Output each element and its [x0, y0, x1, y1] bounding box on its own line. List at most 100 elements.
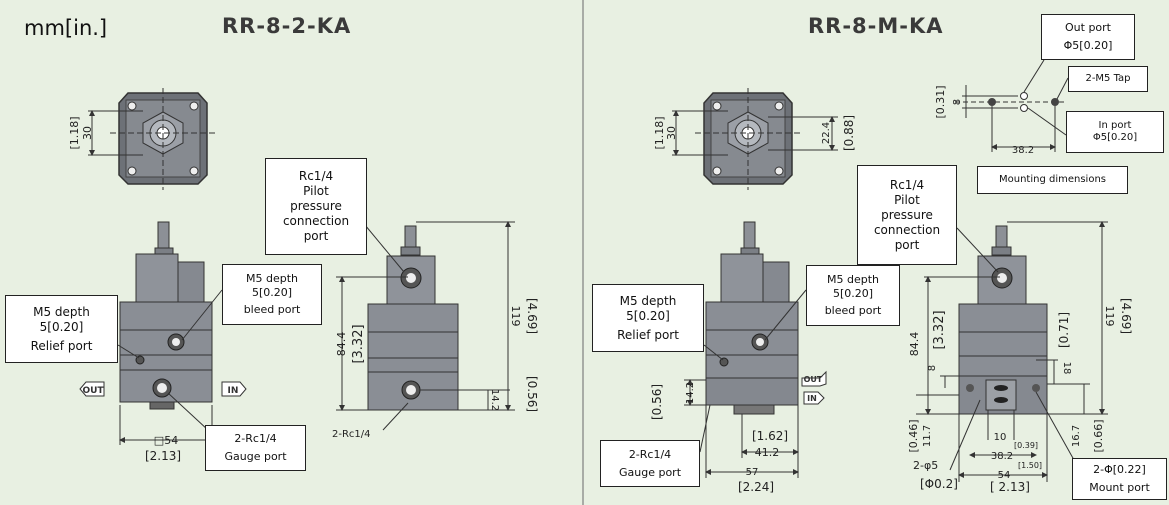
left-out-arrow: OUT — [82, 386, 104, 396]
right-in-port-callout: In port Φ5[0.20] — [1066, 111, 1164, 153]
callout-line: 2-Φ[0.22] — [1093, 463, 1146, 477]
right-hole-in: [Φ0.2] — [920, 477, 958, 491]
left-total-height-in: [4.69] — [525, 298, 539, 334]
right-side-view: 14.2 [0.56] [1.62] 41.2 57 [2.24] OUT IN — [650, 221, 827, 494]
callout-line: Mounting dimensions — [999, 173, 1106, 185]
right-mount-h-mm: 8 — [952, 99, 963, 105]
left-pilot-port-callout: Rc1/4 Pilot pressure connection port — [265, 158, 367, 255]
left-port-height-mm: 14.2 — [489, 389, 500, 411]
left-top-height-mm: 30 — [81, 126, 94, 140]
callout-line: port — [894, 237, 920, 252]
callout-line: pressure — [881, 207, 933, 222]
callout-line: pressure — [290, 199, 342, 213]
callout-line: Pilot — [894, 192, 920, 207]
right-gauge-port-callout: 2-Rc1/4 Gauge port — [600, 440, 700, 487]
right-lower-h-mm: 11.7 — [922, 425, 933, 447]
left-title: RR-8-2-KA — [222, 14, 352, 38]
right-top-height-mm: 30 — [665, 126, 678, 140]
callout-line: 2-Rc1/4 — [628, 447, 672, 461]
right-w1-mm: 41.2 — [755, 446, 780, 459]
right-pilot-port-callout: Rc1/4 Pilot pressure connection port — [857, 165, 957, 265]
right-title: RR-8-M-KA — [808, 14, 944, 38]
right-front-h-mm: 84.4 — [908, 332, 921, 357]
left-front-view: 84.4 [3.32] 119 [4.69] 14.2 [0.56] 2-Rc1… — [332, 221, 539, 440]
right-left-h-in: [0.56] — [650, 384, 664, 420]
callout-line: port — [303, 229, 329, 243]
right-base-h-in: [0.66] — [1092, 419, 1105, 452]
right-w2-mm: 57 — [746, 467, 759, 478]
callout-line: connection — [873, 222, 941, 237]
right-base-w-in: [ 2.13] — [990, 480, 1030, 494]
right-base-h-mm: 16.7 — [1071, 425, 1082, 447]
callout-line: Mount port — [1089, 481, 1150, 494]
right-mounting-callout: Mounting dimensions — [977, 166, 1128, 194]
right-out-port-callout: Out port Φ5[0.20] — [1041, 14, 1135, 60]
right-mount-port-callout: 2-Φ[0.22] Mount port — [1072, 458, 1167, 500]
right-front-h-in: [3.32] — [932, 310, 947, 349]
callout-line: Relief port — [30, 338, 93, 353]
right-mounting-view: 8 [0.31] 38.2 — [934, 59, 1069, 156]
right-out-arrow: OUT — [804, 375, 823, 384]
right-mount-w-mm: 38.2 — [1012, 145, 1034, 156]
callout-line: 2-M5 Tap — [1085, 72, 1131, 84]
right-total-h-mm: 119 — [1103, 306, 1116, 327]
callout-line: 2-Rc1/4 — [234, 432, 277, 446]
callout-line: connection — [282, 214, 350, 228]
callout-line: Φ5[0.20] — [1063, 39, 1113, 52]
unit-label: mm[in.] — [24, 16, 108, 40]
right-top-height-in: [1.18] — [653, 116, 666, 149]
callout-line: M5 depth — [619, 293, 677, 308]
right-small-8: 8 — [927, 365, 938, 371]
callout-line: Rc1/4 — [298, 169, 334, 183]
right-lower-h-in: [0.46] — [907, 419, 920, 452]
callout-line: 5[0.20] — [626, 308, 670, 323]
right-pitch-mm: 10 — [994, 432, 1007, 443]
left-top-height-in: [1.18] — [68, 116, 81, 149]
left-total-height-mm: 119 — [509, 306, 522, 327]
callout-line: Pilot — [303, 184, 329, 198]
left-top-view: 30 [1.18] — [68, 88, 216, 190]
callout-line: 5[0.20] — [251, 285, 293, 299]
right-top-view: 30 [1.18] 22.4 [0.88] — [653, 88, 856, 190]
left-in-arrow: IN — [228, 386, 239, 396]
left-bleed-port-callout: M5 depth 5[0.20] bleed port — [222, 264, 322, 325]
left-port-height-in: [0.56] — [525, 376, 539, 412]
right-w1-in: [1.62] — [752, 429, 788, 443]
callout-line: Gauge port — [618, 465, 682, 479]
left-relief-port-callout: M5 depth 5[0.20] Relief port — [5, 295, 118, 363]
right-bleed-port-callout: M5 depth 5[0.20] bleed port — [806, 265, 900, 326]
right-side-in: [0.88] — [842, 115, 856, 151]
right-mount-h-in: [0.31] — [934, 85, 947, 118]
callout-line: Out port — [1065, 21, 1111, 35]
callout-line: Rc1/4 — [889, 177, 925, 192]
right-in-arrow: IN — [807, 394, 817, 403]
left-bottom-port: 2-Rc1/4 — [332, 429, 371, 440]
callout-line: M5 depth — [33, 304, 90, 319]
left-gauge-port-callout: 2-Rc1/4 Gauge port — [205, 425, 306, 471]
callout-line: 5[0.20] — [832, 286, 874, 300]
right-total-h-in: [4.69] — [1119, 298, 1133, 334]
right-span-in: [1.50] — [1018, 461, 1042, 470]
callout-line: 5[0.20] — [39, 319, 84, 334]
left-width-mm: □54 — [154, 434, 178, 447]
right-hole-mm: 2-φ5 — [913, 459, 938, 472]
right-base-w-mm: 54 — [998, 470, 1011, 481]
right-front-view: 84.4 [3.32] 8 119 [4.69] 18 [0.71] 16.7 … — [907, 221, 1133, 494]
right-tap-callout: 2-M5 Tap — [1068, 66, 1148, 92]
left-width-in: [2.13] — [145, 449, 181, 463]
right-inner-h-in: [0.71] — [1057, 312, 1071, 348]
callout-line: Relief port — [617, 327, 679, 342]
right-w2-in: [2.24] — [738, 480, 774, 494]
callout-line: In port — [1098, 119, 1132, 131]
callout-line: Φ5[0.20] — [1092, 132, 1138, 143]
right-side-mm: 22.4 — [821, 122, 832, 144]
right-span-mm: 38.2 — [991, 451, 1013, 462]
right-inner-h-mm: 18 — [1061, 362, 1072, 375]
right-pitch-in: [0.39] — [1014, 441, 1038, 450]
left-front-height-mm: 84.4 — [335, 332, 348, 357]
right-relief-port-callout: M5 depth 5[0.20] Relief port — [592, 284, 704, 352]
panel-divider — [582, 0, 584, 505]
left-side-view: □54 [2.13] OUT IN — [79, 221, 247, 463]
